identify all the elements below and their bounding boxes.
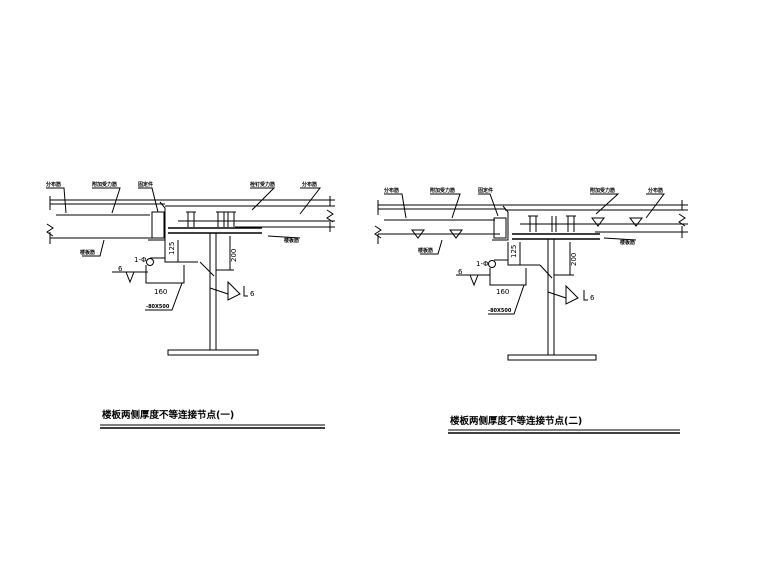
- leader-top-right-mid: [250, 187, 276, 211]
- label2-top-right: 分布筋: [648, 187, 663, 194]
- slab2-right-break-line: [678, 200, 686, 238]
- label2-bottom-right: 楼板筋: [620, 239, 635, 246]
- dim2-200-label: 200: [570, 253, 578, 266]
- dim2-125-label: 125: [510, 245, 518, 258]
- leader2-top-right-mid: [590, 193, 620, 215]
- rebar2-ref-label: 1-Φ: [476, 260, 489, 268]
- edge-clip-bend: [148, 201, 166, 241]
- label-top-right-mid: 栓钉受力筋: [250, 181, 275, 188]
- leader-bottom-right: [267, 235, 301, 239]
- leader-bottom-left: [82, 239, 105, 257]
- leader2-bottom-left: [420, 239, 443, 255]
- slab-left-break-line: [46, 196, 54, 244]
- slab2-left-break-line: [374, 200, 382, 244]
- label-top-right: 分布筋: [302, 181, 317, 188]
- beam-bottom-flange: [167, 349, 259, 356]
- slab2-stud-b: [449, 229, 463, 239]
- rebar-ref-label: 1-Φ: [134, 256, 147, 264]
- slab2-edge-clip-bend: [492, 205, 509, 241]
- detail-2: 125 200 160 1-Φ 6 6 -80X500 分布筋 附加受力筋 固定…: [374, 187, 688, 434]
- weld-right-size: 6: [250, 290, 255, 298]
- weld-left-size: 6: [118, 265, 123, 273]
- inner-leader: [199, 261, 215, 277]
- slab2-edge-clip: [493, 217, 507, 239]
- label2-top-mid: 附加受力筋: [430, 187, 455, 194]
- slab2-shear-stud-1: [528, 215, 538, 232]
- rebar-marker: [146, 258, 154, 266]
- leader2-top-mid: [430, 193, 461, 219]
- detail-2-caption: 楼板两侧厚度不等连接节点(二): [450, 415, 582, 427]
- detail-1: 125 200 160 1-Φ 6 6 -80X500 分布筋 附加受力筋 固定…: [46, 181, 335, 429]
- slab2-stud-c: [591, 217, 605, 227]
- edge-clip: [151, 211, 165, 239]
- rebar2-marker: [488, 260, 496, 268]
- label-top-mid: 附加受力筋: [92, 181, 117, 188]
- leader-clip: [138, 187, 159, 213]
- label-clip: 固定件: [138, 181, 153, 188]
- inner2-leader: [539, 264, 553, 279]
- slab2-stud-d: [629, 217, 643, 227]
- dim-200-label: 200: [230, 249, 238, 262]
- weld-right-flag: [243, 286, 248, 297]
- shear-stud-2: [216, 211, 226, 227]
- label2-top-right-mid: 附加受力筋: [590, 187, 615, 194]
- stiffener2-leader: [488, 284, 525, 315]
- label2-clip: 固定件: [478, 187, 493, 194]
- leader2-top-left: [384, 193, 407, 219]
- weld2-symbol-left: [456, 274, 490, 287]
- label2-top-left: 分布筋: [384, 187, 399, 194]
- weld2-symbol-right: [547, 284, 579, 305]
- stiffener2-label: -80X500: [488, 308, 512, 314]
- weld2-right-flag: [583, 290, 588, 301]
- leader2-clip: [478, 193, 499, 217]
- beam2-bottom-flange: [507, 354, 597, 361]
- label-top-left: 分布筋: [46, 181, 61, 188]
- leader-top-mid: [92, 187, 121, 214]
- dim2-160-line: [489, 268, 527, 286]
- dim-160-line: [145, 265, 185, 284]
- slab2-shear-stud-2: [551, 216, 557, 232]
- stiffener-plate: [164, 240, 198, 263]
- label2-bottom-left: 楼板筋: [418, 247, 433, 254]
- dim2-160-label: 160: [496, 288, 509, 296]
- weld2-right-size: 6: [590, 294, 595, 302]
- leader-top-left: [46, 187, 67, 214]
- leader-top-right: [299, 187, 322, 215]
- shear-stud-1: [186, 211, 196, 227]
- dim-160-label: 160: [154, 288, 167, 296]
- shear-stud-3: [226, 211, 236, 227]
- weld-symbol-right: [209, 280, 241, 301]
- label-bottom-right: 楼板筋: [284, 237, 299, 244]
- dim-125-label: 125: [168, 242, 176, 255]
- label-bottom-left: 楼板筋: [80, 249, 95, 256]
- detail-1-caption: 楼板两侧厚度不等连接节点(一): [102, 409, 234, 421]
- slab2-stud-a: [411, 229, 425, 239]
- slab2-shear-stud-3: [566, 215, 576, 232]
- slab-right-break-line: [326, 196, 334, 232]
- weld-symbol-left: [112, 271, 148, 284]
- leader2-bottom-right: [603, 237, 637, 241]
- leader2-top-right: [645, 193, 665, 219]
- stiffener-label: -80X500: [146, 304, 170, 310]
- slab2-stiffener-plate: [507, 242, 540, 266]
- stiffener-leader: [145, 282, 183, 311]
- weld2-left-size: 6: [458, 268, 463, 276]
